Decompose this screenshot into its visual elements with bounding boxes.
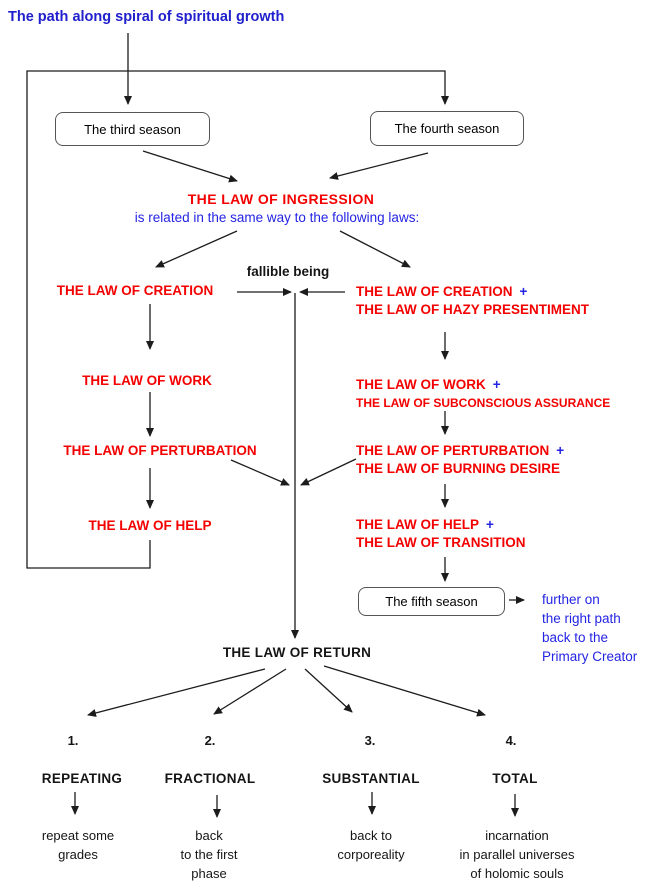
outcome-number: 4.: [505, 733, 517, 748]
spiral-loop-path: [26, 70, 449, 569]
law-of-work-label: THE LAW OF WORK: [82, 373, 212, 388]
combined-law-creation: THE LAW OF CREATION + THE LAW OF HAZY PRE…: [356, 283, 589, 318]
return-fan-arrow-1: [87, 668, 266, 717]
outcome-description: incarnation in parallel universes of hol…: [459, 828, 575, 881]
third-season-box: The third season: [55, 112, 210, 146]
outcome-number: 2.: [204, 733, 216, 748]
outcome-description: back to corporeality: [337, 828, 405, 862]
third-season-to-ingression-arrow: [142, 150, 238, 183]
combined-law-work: THE LAW OF WORK + THE LAW OF SUBCONSCIOUS…: [356, 376, 610, 412]
outcome-description: back to the first phase: [180, 828, 238, 881]
combined-law-base: THE LAW OF CREATION: [356, 284, 513, 299]
combined-law-perturbation: THE LAW OF PERTURBATION + THE LAW OF BURN…: [356, 442, 564, 477]
plus-sign: +: [519, 284, 528, 299]
outcome-number: 1.: [67, 733, 79, 748]
page-title: The path along spiral of spiritual growt…: [8, 9, 285, 25]
return-fan-arrow-3: [304, 668, 353, 713]
return-fan-arrow-2: [213, 668, 287, 715]
law-of-return-label: THE LAW OF RETURN: [222, 645, 372, 660]
outcome-label: FRACTIONAL: [164, 771, 256, 786]
fallible-being-label: fallible being: [246, 264, 330, 279]
fourth-season-to-ingression-arrow: [329, 152, 429, 180]
fourth-season-box: The fourth season: [370, 111, 524, 146]
plus-sign: +: [486, 517, 494, 532]
fifth-season-label: The fifth season: [385, 594, 478, 609]
combined-law-added: THE LAW OF BURNING DESIRE: [356, 460, 561, 476]
combined-law-base: THE LAW OF WORK: [356, 377, 486, 392]
law-of-creation-label: THE LAW OF CREATION: [56, 283, 214, 298]
combined-law-base: THE LAW OF PERTURBATION: [356, 443, 550, 458]
outcome-label: TOTAL: [492, 771, 538, 786]
third-season-label: The third season: [84, 121, 181, 137]
outcome-label: SUBSTANTIAL: [322, 771, 420, 786]
fifth-season-box: The fifth season: [358, 587, 505, 616]
right-perturbation-junction-arrow: [300, 458, 357, 486]
fourth-season-label: The fourth season: [394, 121, 500, 136]
ingression-to-left-arrow: [155, 230, 238, 268]
combined-law-base: THE LAW OF HELP: [356, 517, 479, 532]
combined-law-added: THE LAW OF TRANSITION: [356, 534, 526, 550]
outcome-label: REPEATING: [41, 771, 123, 786]
outcome-number: 3.: [364, 733, 376, 748]
ingression-heading: THE LAW OF INGRESSION: [187, 191, 375, 207]
ingression-to-right-arrow: [339, 230, 411, 268]
combined-law-added: THE LAW OF HAZY PRESENTIMENT: [356, 301, 590, 317]
further-note: further on the right path back to the Pr…: [542, 592, 638, 664]
plus-sign: +: [492, 377, 501, 392]
combined-law-help: THE LAW OF HELP + THE LAW OF TRANSITION: [356, 516, 526, 551]
ingression-subtitle: is related in the same way to the follow…: [134, 210, 420, 225]
law-of-perturbation-label: THE LAW OF PERTURBATION: [63, 443, 257, 458]
left-perturbation-junction-arrow: [230, 459, 290, 486]
outcome-description: repeat some grades: [41, 828, 115, 862]
law-of-help-label: THE LAW OF HELP: [88, 518, 212, 533]
plus-sign: +: [556, 443, 565, 458]
return-fan-arrow-4: [323, 665, 486, 717]
combined-law-added: THE LAW OF SUBCONSCIOUS ASSURANCE: [356, 395, 611, 410]
